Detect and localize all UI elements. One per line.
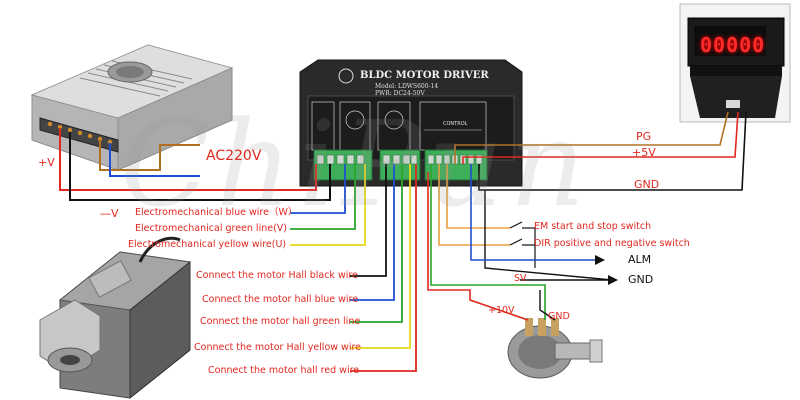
label-gnd-top: GND [634,178,660,191]
bldc-motor [39,236,192,400]
label-hall-red: Connect the motor hall red wire [208,365,360,376]
label-dir-switch: DIR positive and negative switch [534,238,690,249]
phase-wires [290,164,366,246]
driver-title: BLDC MOTOR DRIVER [360,70,489,81]
label-em-green: Electromechanical green line(V) [135,223,287,234]
label-gnd-mid: GND [628,273,654,286]
driver-power: PWR: DC24-50V [375,90,425,97]
display-digits: 00000 [700,33,766,57]
driver-box [299,59,523,187]
label-em-switch: EM start and stop switch [534,221,652,232]
label-hall-black: Connect the motor Hall black wire [196,270,358,281]
arrow-alm [595,255,605,265]
arrow-gnd [520,275,618,285]
label-alm: ALM [628,253,652,266]
label-pg: PG [636,130,652,143]
potentiometer [507,318,603,379]
label-plus-5v: +5V [632,146,656,159]
hall-wires [350,164,417,372]
label-sv: SV [514,273,527,284]
driver-control-label: CONTROL [443,121,468,127]
control-wires [427,111,747,321]
label-hall-blue: Connect the motor hall blue wire [202,294,359,305]
label-hall-green: Connect the motor hall green line [200,316,361,327]
label-minus-v: —V [100,207,119,220]
label-ac220v: AC220V [206,148,262,164]
driver-specs: Model: LDWS600-14 PWR: DC24-50V [375,83,438,97]
label-hall-yellow: Connect the motor Hall yellow wire [194,342,362,353]
driver-model: Model: LDWS600-14 [375,83,439,90]
power-supply [30,44,234,171]
label-em-blue: Electromechanical blue wire（W） [135,207,298,218]
label-em-yellow: Electromechanical yellow wire(U) [128,239,287,250]
digital-display [679,3,791,123]
power-wires [59,128,331,201]
label-plus-10v: +10V [488,305,515,316]
label-plus-v: +V [38,156,55,169]
label-gnd-pot: GND [548,311,570,322]
watermark: ChiPun [120,95,592,233]
